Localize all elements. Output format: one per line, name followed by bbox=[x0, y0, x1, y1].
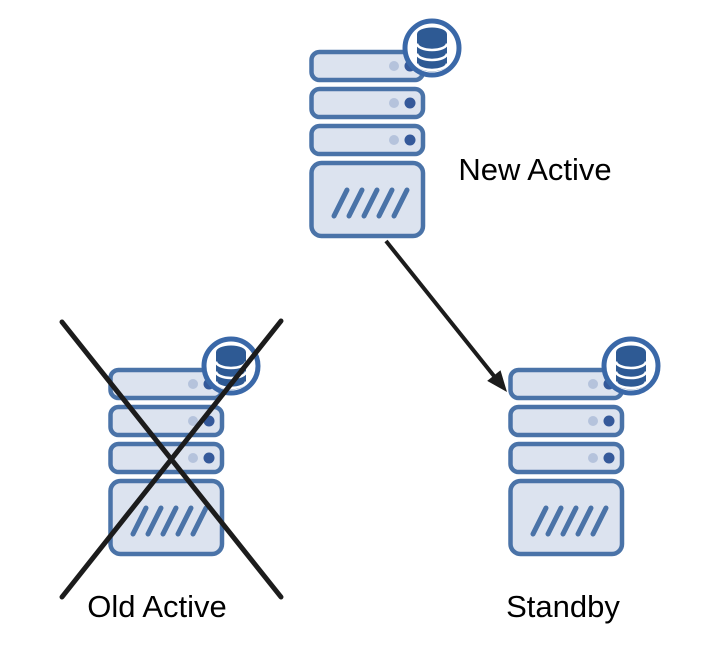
database-badge-icon bbox=[601, 336, 661, 396]
server-body bbox=[309, 49, 426, 239]
label-standby: Standby bbox=[506, 589, 620, 624]
server-rack-icon bbox=[309, 18, 462, 239]
label-new-active: New Active bbox=[458, 152, 612, 187]
database-badge-icon bbox=[402, 18, 462, 78]
server-rack-icon bbox=[508, 336, 661, 557]
server-node-old-active bbox=[108, 336, 261, 557]
database-badge-icon bbox=[201, 336, 261, 396]
server-body bbox=[508, 367, 625, 557]
server-rack-icon bbox=[108, 336, 261, 557]
label-old-active: Old Active bbox=[87, 589, 227, 624]
server-body bbox=[108, 367, 225, 557]
server-node-standby bbox=[508, 336, 661, 557]
failover-arrow bbox=[384, 239, 507, 392]
server-node-new-active bbox=[309, 18, 462, 239]
